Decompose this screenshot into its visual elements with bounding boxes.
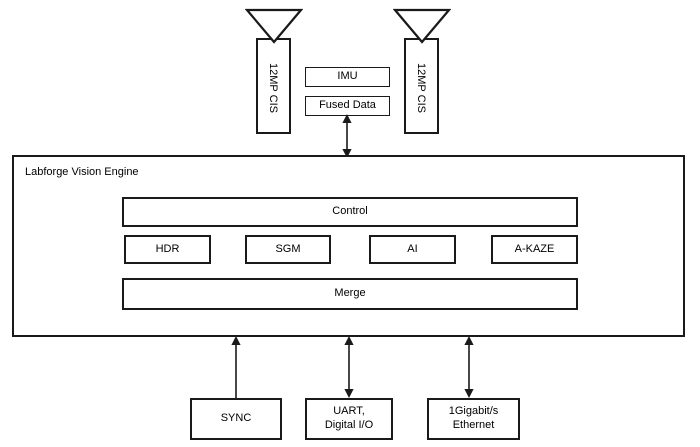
module-label: SGM [275, 242, 301, 255]
module-block-sgm: SGM [245, 235, 331, 264]
arrowhead-down [464, 389, 474, 398]
interface-block-sync: SYNC [190, 398, 282, 440]
control-block: Control [122, 197, 578, 227]
engine-title-label: Labforge Vision Engine [25, 166, 139, 178]
arrowhead-up [231, 336, 241, 345]
module-block-a-kaze: A-KAZE [491, 235, 578, 264]
interface-block-uart: UART, Digital I/O [305, 398, 393, 440]
uart-to-engine-connector [344, 336, 354, 398]
interface-label-line: 1Gigabit/s [448, 405, 499, 418]
module-label: A-KAZE [514, 242, 555, 255]
fused-data-to-engine-connector [342, 114, 352, 158]
module-block-ai: AI [369, 235, 456, 264]
interface-label-line: Digital I/O [324, 419, 374, 431]
fused-data-block: Fused Data [305, 96, 390, 116]
sync-to-engine-connector [231, 336, 241, 398]
camera-sensor-left-label: 12MP CIS [267, 63, 279, 113]
interface-label-line: UART, [333, 405, 365, 418]
interface-label-line: Ethernet [452, 419, 495, 431]
module-label: HDR [155, 242, 180, 255]
merge-block: Merge [122, 278, 578, 310]
fused-data-label: Fused Data [319, 99, 376, 112]
arrowhead-down [344, 389, 354, 398]
imu-label: IMU [337, 70, 358, 83]
arrowhead-up [464, 336, 474, 345]
interface-block-ethernet: 1Gigabit/s Ethernet [427, 398, 520, 440]
module-block-hdr: HDR [124, 235, 211, 264]
merge-label: Merge [334, 287, 366, 300]
ethernet-to-engine-connector [464, 336, 474, 398]
camera-sensor-right-label: 12MP CIS [415, 63, 427, 113]
camera-lens-icon [393, 8, 451, 44]
camera-sensor-right [404, 38, 439, 134]
interface-label-line: SYNC [220, 412, 252, 425]
module-label: AI [407, 242, 418, 255]
arrowhead-up [344, 336, 354, 345]
arrowhead-up [342, 114, 352, 123]
imu-block: IMU [305, 67, 390, 87]
arrowhead-down [342, 149, 352, 158]
camera-lens-icon [245, 8, 303, 44]
control-label: Control [332, 205, 368, 218]
